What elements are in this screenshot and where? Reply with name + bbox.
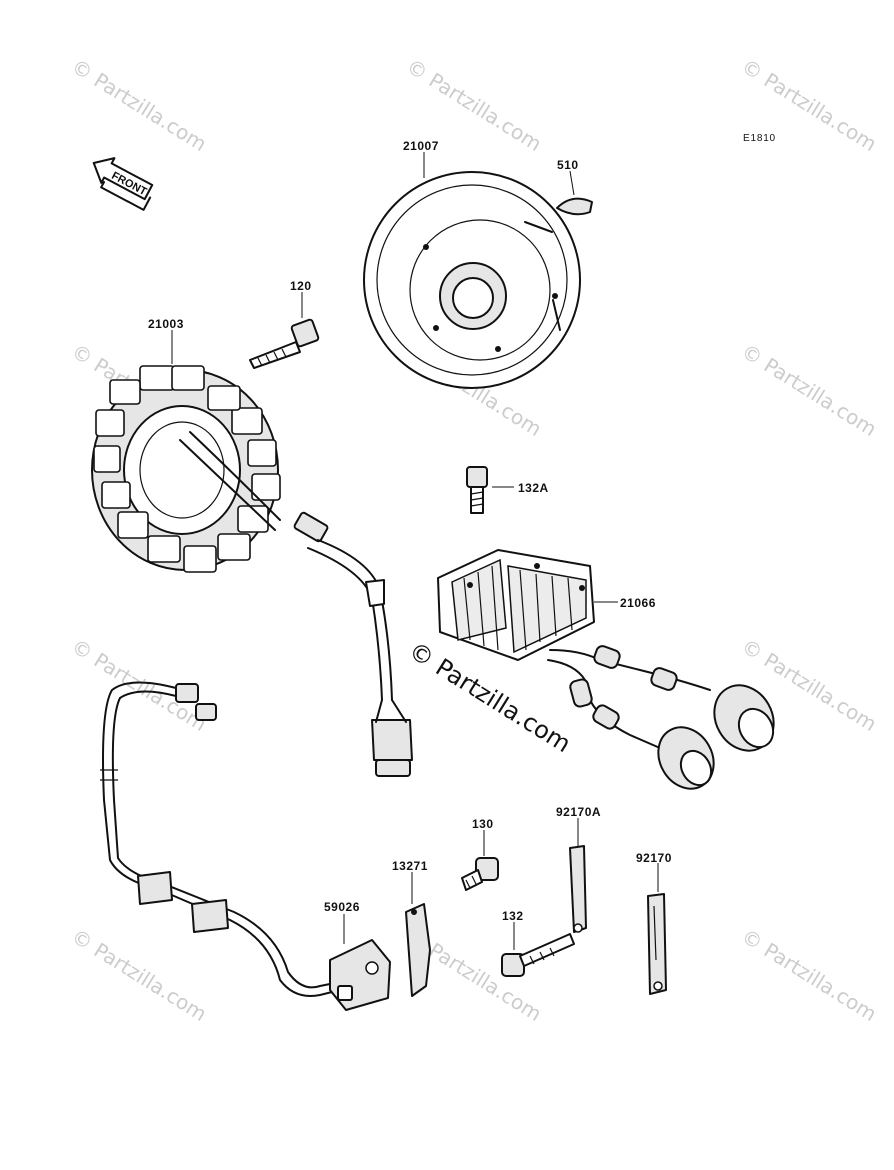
pickup-coil-59026[interactable] — [329, 939, 391, 1011]
plate-92170a[interactable] — [569, 845, 587, 933]
label-120[interactable]: 120 — [290, 279, 312, 293]
label-132a[interactable]: 132A — [518, 481, 549, 495]
stator-harness — [293, 511, 413, 777]
label-132[interactable]: 132 — [502, 909, 524, 923]
label-130[interactable]: 130 — [472, 817, 494, 831]
bolt-132a[interactable] — [466, 466, 488, 514]
label-13271[interactable]: 13271 — [392, 859, 428, 873]
regulator-harness — [547, 645, 775, 790]
plate-92170[interactable] — [647, 893, 667, 995]
label-59026[interactable]: 59026 — [324, 900, 360, 914]
watermark-11: © Partzilla.com — [737, 924, 881, 1026]
label-21003[interactable]: 21003 — [148, 317, 184, 331]
regulator-21066[interactable] — [437, 549, 595, 661]
bolt-120[interactable] — [249, 318, 320, 369]
bracket-13271[interactable] — [405, 903, 431, 997]
key-510[interactable] — [556, 197, 593, 216]
front-arrow-icon: FRONT — [92, 157, 154, 211]
bolt-132[interactable] — [501, 933, 575, 977]
diagram-code: E1810 — [743, 133, 776, 144]
pickup-harness — [100, 681, 341, 997]
watermark-9: © Partzilla.com — [67, 924, 211, 1026]
flywheel-21007[interactable] — [363, 171, 581, 389]
watermark-1: © Partzilla.com — [67, 54, 211, 156]
bolt-130[interactable] — [461, 857, 499, 891]
label-92170[interactable]: 92170 — [636, 851, 672, 865]
center-watermark: © Partzilla.com — [404, 636, 576, 758]
watermark-6: © Partzilla.com — [737, 339, 881, 441]
stator-21003[interactable] — [91, 365, 281, 573]
label-21007[interactable]: 21007 — [403, 139, 439, 153]
label-92170a[interactable]: 92170A — [556, 805, 601, 819]
label-21066[interactable]: 21066 — [620, 596, 656, 610]
label-510[interactable]: 510 — [557, 158, 579, 172]
